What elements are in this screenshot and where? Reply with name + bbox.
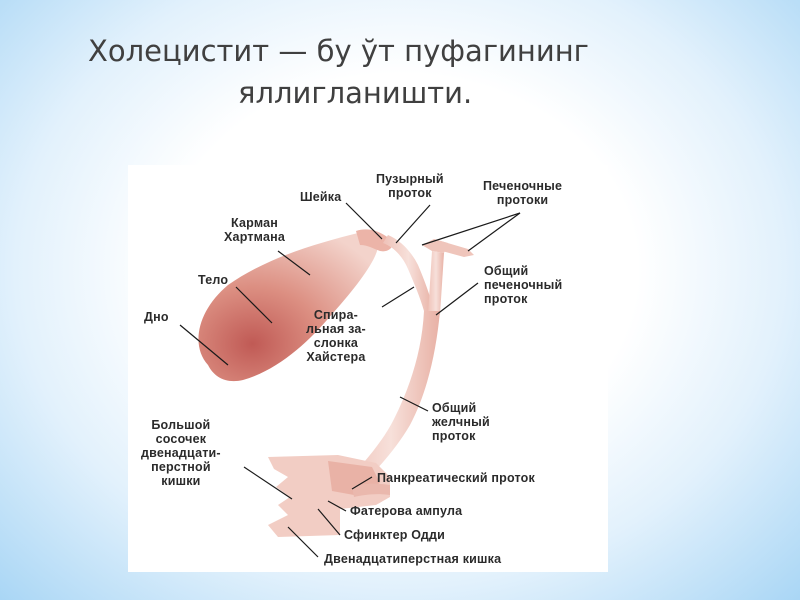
- leader-neck: [345, 202, 383, 240]
- label-pancreatic-duct: Панкреатический проток: [377, 471, 535, 485]
- leader-pancreatic: [351, 476, 373, 490]
- leader-fundus: [179, 324, 229, 366]
- label-major-papilla: Большой сосочек двенадцати- перстной киш…: [141, 418, 221, 488]
- leader-cystic-duct: [395, 204, 431, 244]
- label-hepatic-ducts: Печеночные протоки: [483, 179, 563, 207]
- slide-title: Холецистит — бу ўт пуфагининг яллигланиш…: [0, 30, 800, 114]
- label-common-bile-duct: Общий желчный проток: [432, 401, 490, 443]
- label-cystic-duct: Пузырный проток: [376, 172, 444, 200]
- title-line-1: Холецистит — бу ўт пуфагининг: [88, 34, 589, 68]
- label-hartmann-pouch: Карман Хартмана: [224, 216, 286, 244]
- label-body: Тело: [198, 273, 229, 287]
- gallbladder-shape: [198, 232, 379, 382]
- anatomy-illustration: [179, 202, 521, 558]
- hepatic-duct-right-shape: [434, 239, 474, 257]
- leader-hepatic-duct-a: [421, 212, 521, 246]
- leader-lines: [179, 202, 521, 558]
- gallbladder-diagram: Шейка Пузырный проток Печеночные протоки…: [128, 165, 608, 572]
- label-duodenum: Двенадцатиперстная кишка: [324, 552, 502, 566]
- leader-heister: [381, 286, 415, 308]
- title-line-2: яллигланишти.: [238, 76, 473, 110]
- label-heister-valve: Спира- льная за- слонка Хайстера: [306, 308, 366, 364]
- leader-duodenum: [287, 526, 319, 558]
- label-ampulla-vater: Фатерова ампула: [350, 504, 463, 518]
- leader-common-bile: [399, 396, 429, 412]
- pancreatic-duct-shape: [352, 483, 390, 497]
- common-bile-duct-shape: [342, 311, 440, 491]
- leader-common-hepatic: [435, 282, 479, 316]
- leader-sphincter: [317, 508, 341, 536]
- cystic-duct-shape: [383, 235, 434, 311]
- gallbladder-neck-shape: [356, 229, 393, 252]
- leader-hepatic-duct-b: [467, 212, 521, 252]
- label-neck: Шейка: [300, 190, 342, 204]
- common-hepatic-duct-shape: [428, 251, 444, 315]
- leader-ampulla: [327, 500, 347, 512]
- leader-hartmann: [277, 250, 311, 276]
- label-common-hepatic-duct: Общий печеночный проток: [484, 264, 563, 306]
- leader-body: [235, 286, 273, 324]
- leader-papilla: [243, 466, 293, 500]
- label-sphincter-oddi: Сфинктер Одди: [344, 528, 446, 542]
- label-fundus: Дно: [144, 310, 169, 324]
